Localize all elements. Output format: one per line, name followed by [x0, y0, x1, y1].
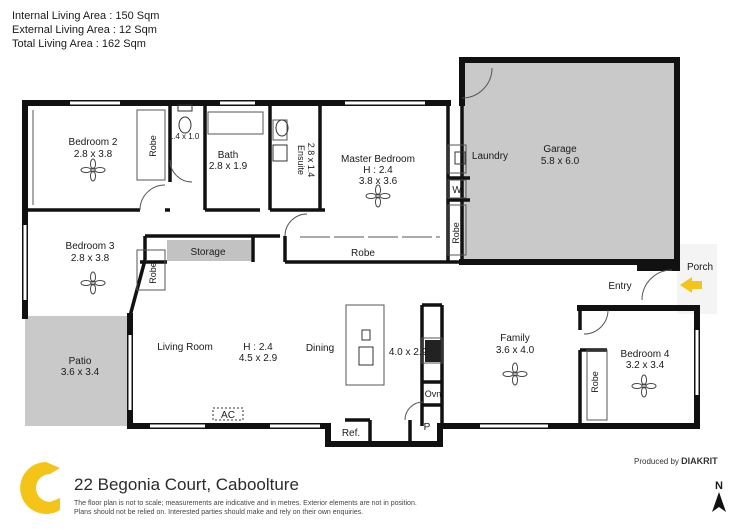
living-height: H : 2.4 — [243, 342, 273, 353]
footer — [0, 450, 750, 530]
hall-size: 1.4 x 1.0 — [169, 132, 200, 141]
bath-size: 2.8 x 1.9 — [209, 161, 248, 172]
bath-name: Bath — [218, 150, 239, 161]
robe-bedroom4: Robe — [590, 371, 600, 393]
total-area-text: Total Living Area : 162 Sqm — [12, 38, 146, 50]
ceiling-fans — [80, 158, 657, 398]
robe-laundry: Robe — [451, 222, 461, 244]
disclaimer: The floor plan is not to scale; measurem… — [74, 499, 417, 517]
patio-size: 3.6 x 3.4 — [61, 367, 100, 378]
disclaimer-line-1: The floor plan is not to scale; measurem… — [74, 500, 417, 507]
w-label: W — [452, 185, 462, 196]
bedroom2-size: 2.8 x 3.8 — [74, 149, 113, 160]
floor-plan: Bedroom 2 2.8 x 3.8 Bedroom 3 2.8 x 3.8 … — [22, 57, 717, 447]
thin-details — [23, 67, 699, 428]
property-address: 22 Begonia Court, Caboolture — [74, 475, 299, 494]
external-area-text: External Living Area : 12 Sqm — [12, 24, 157, 36]
internal-area-text: Internal Living Area : 150 Sqm — [12, 10, 160, 22]
laundry-name: Laundry — [472, 151, 508, 162]
area-summary: Internal Living Area : 150 Sqm External … — [12, 9, 159, 51]
interior-walls — [25, 103, 607, 444]
bedroom3-size: 2.8 x 3.8 — [71, 253, 110, 264]
porch-name: Porch — [687, 262, 713, 273]
living-size: 4.5 x 2.9 — [239, 353, 278, 364]
ensuite-size-label: 2.8 x 1.4 — [306, 143, 316, 178]
patio-name: Patio — [69, 356, 92, 367]
robe-master: Robe — [351, 248, 375, 259]
bedroom3-name: Bedroom 3 — [66, 241, 115, 252]
ac-label: AC — [221, 410, 235, 421]
garage-fill — [462, 60, 677, 262]
produced-by: Produced by DIAKRIT — [634, 456, 718, 466]
entry-name: Entry — [608, 281, 631, 292]
ac-unit — [212, 407, 244, 421]
master-height: H : 2.4 — [363, 165, 393, 176]
master-size: 3.8 x 3.6 — [359, 176, 398, 187]
ovn-label: Ovn — [425, 389, 442, 399]
entry-arrow — [680, 277, 702, 293]
master-name: Master Bedroom — [341, 154, 415, 165]
ensuite-label: Ensuite — [296, 145, 306, 175]
storage-fill — [167, 240, 251, 261]
north-arrow-icon — [712, 492, 726, 512]
disclaimer-line-2: Plans should not be relied on. Intereste… — [74, 509, 364, 516]
bedroom4-size: 3.2 x 3.4 — [626, 360, 665, 371]
produced-by-text: Produced by — [634, 457, 679, 466]
ensuite-size: 2.8 x 1.4 — [306, 143, 316, 178]
robe-bedroom3: Robe — [148, 262, 158, 284]
brand-logo-icon — [20, 462, 60, 514]
north-letter: N — [715, 480, 723, 492]
brand-name: DIAKRIT — [681, 456, 718, 466]
garage-size: 5.8 x 6.0 — [541, 156, 580, 167]
family-name: Family — [500, 333, 529, 344]
living-name: Living Room — [157, 342, 213, 353]
robe-bedroom2: Robe — [148, 135, 158, 157]
ref-label: Ref. — [342, 428, 360, 439]
ensuite-name: Ensuite — [296, 145, 306, 175]
patio-fill — [25, 316, 133, 426]
dining-name: Dining — [306, 343, 334, 354]
p-label: P — [424, 422, 431, 433]
cooktop — [425, 340, 441, 362]
family-size: 3.6 x 4.0 — [496, 345, 535, 356]
north-indicator: N — [712, 480, 726, 515]
kitchen-size: 4.0 x 2.9 — [389, 347, 428, 358]
garage-name: Garage — [543, 144, 577, 155]
bedroom4-name: Bedroom 4 — [621, 349, 670, 360]
porch-fill — [677, 244, 717, 314]
bedroom2-name: Bedroom 2 — [69, 137, 118, 148]
storage-name: Storage — [190, 247, 225, 258]
